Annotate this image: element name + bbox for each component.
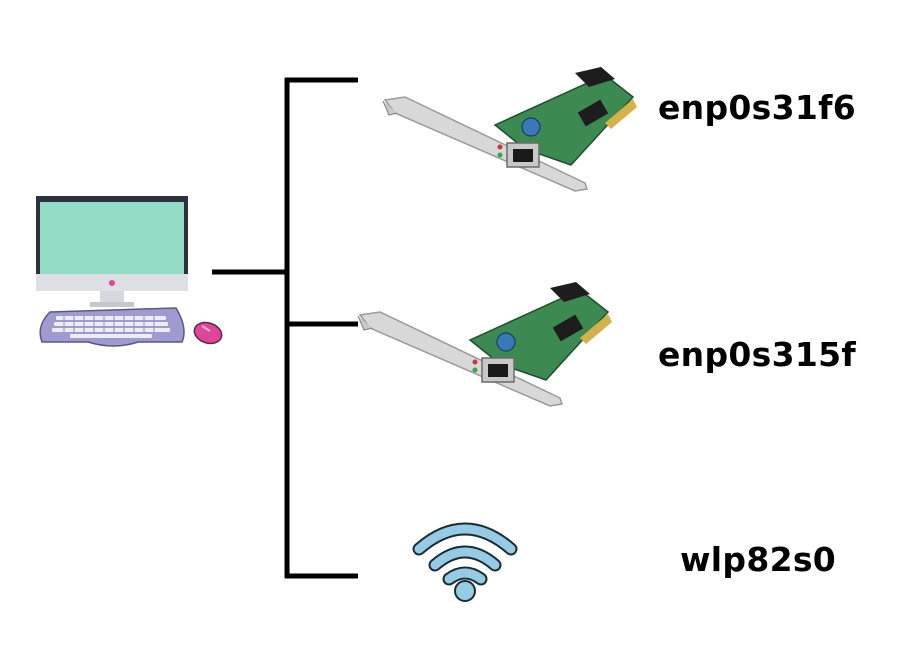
- desktop-computer-icon: [36, 196, 223, 347]
- interface-label-enp0s315f: enp0s315f: [658, 335, 857, 374]
- wifi-icon: [412, 522, 518, 602]
- interface-label-wlp82s0: wlp82s0: [680, 540, 837, 579]
- interface-label-enp0s31f6: enp0s31f6: [658, 88, 857, 127]
- pci-network-card-icon: [382, 67, 637, 192]
- pci-network-card-icon: [357, 282, 612, 407]
